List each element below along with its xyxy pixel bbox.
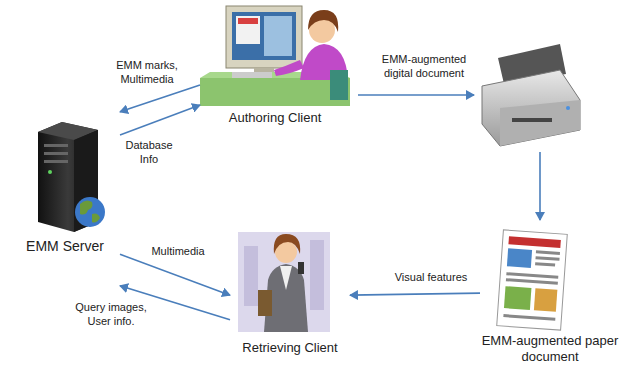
edge-label: EMM marks, Multimedia [108, 58, 186, 86]
node-box: EMM Server [10, 110, 120, 295]
edge-label: Database Info [118, 138, 180, 166]
node-label: Authoring Client [200, 110, 350, 126]
edge-label: Query images, User info. [70, 300, 152, 328]
edge-label: Visual features [385, 270, 477, 284]
retrieving-icon [238, 232, 330, 332]
node-box: Retrieving Client [230, 228, 350, 365]
flow-arrow [120, 85, 200, 112]
flow-label: EMM-augmented digital document [370, 52, 478, 80]
authoring-icon [200, 6, 350, 106]
flow-arrow [350, 293, 480, 295]
node-label: EMM Server [10, 238, 120, 254]
node-label: EMM-augmented paper document [480, 333, 620, 365]
edge-label: Multimedia [148, 244, 208, 258]
node-label: Retrieving Client [230, 340, 350, 356]
flow-arrow [120, 254, 230, 295]
paper-icon [497, 230, 568, 330]
printer-icon [482, 44, 580, 146]
flow-arrow [358, 94, 474, 96]
flow-arrow [120, 105, 200, 135]
server-icon [38, 122, 105, 232]
node-box: EMM-augmented paper document [480, 225, 620, 367]
node-box: Authoring Client [200, 5, 350, 130]
flow-arrow [539, 152, 541, 220]
